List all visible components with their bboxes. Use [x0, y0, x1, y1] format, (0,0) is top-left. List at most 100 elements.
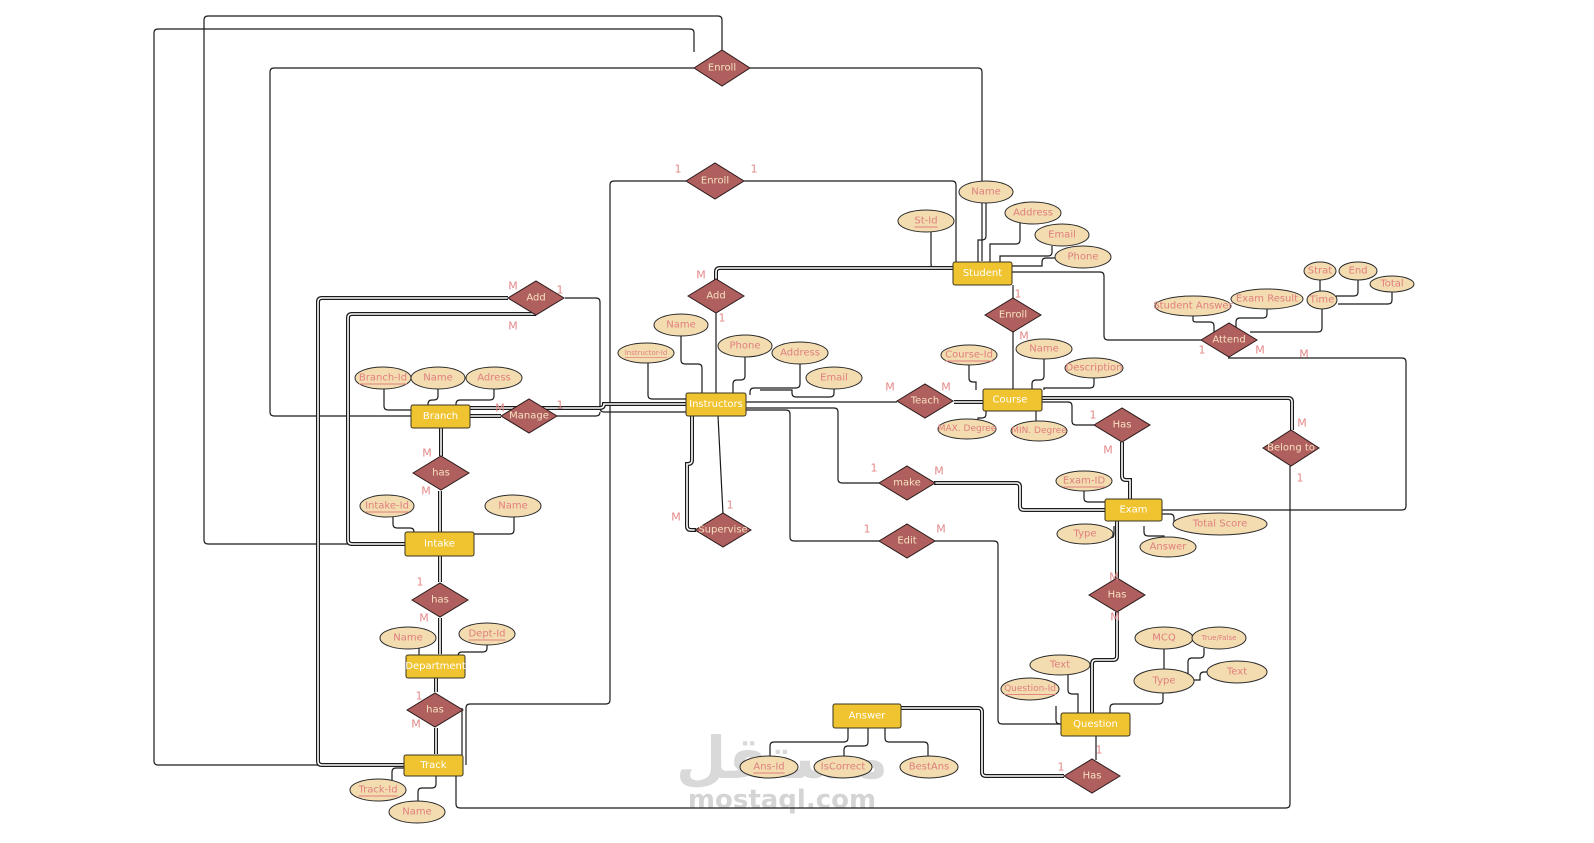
relationship-edit[interactable]: Edit — [878, 523, 936, 559]
relationship-make[interactable]: make — [878, 465, 936, 501]
attribute-label: MIN. Degree — [1011, 426, 1067, 436]
connector — [1162, 513, 1175, 524]
relationship-has-course-exam[interactable]: Has — [1093, 407, 1151, 443]
entity-intake[interactable]: Intake — [404, 531, 475, 557]
attribute-answer-best[interactable]: BestAns — [899, 755, 959, 779]
attribute-student-email[interactable]: Email — [1034, 223, 1090, 247]
attribute-student-id[interactable]: St-Id — [897, 209, 955, 233]
relationship-enroll-instructor-student[interactable]: Enroll — [685, 162, 745, 200]
attribute-answer-id[interactable]: Ans-Id — [739, 755, 799, 779]
relationship-manage[interactable]: Manage — [500, 398, 558, 434]
entity-question[interactable]: Question — [1060, 712, 1131, 737]
connector — [1187, 648, 1205, 674]
attribute-question-type-text[interactable]: Text — [1206, 660, 1268, 684]
attribute-course-name[interactable]: Name — [1015, 338, 1073, 360]
attribute-attend-total[interactable]: Total — [1369, 275, 1415, 293]
attribute-exam-id[interactable]: Exam-ID — [1055, 470, 1113, 492]
relationship-teach[interactable]: Teach — [896, 383, 954, 419]
attribute-exam-answer[interactable]: Answer — [1139, 536, 1197, 558]
relationship-enroll-course[interactable]: Enroll — [984, 297, 1042, 333]
connector — [391, 767, 404, 780]
entity-course[interactable]: Course — [982, 388, 1043, 412]
attribute-course-max-degree[interactable]: MAX. Degree — [937, 418, 997, 440]
entity-exam[interactable]: Exam — [1104, 498, 1163, 522]
relationship-enroll-top[interactable]: Enroll — [693, 49, 751, 87]
connector — [746, 407, 880, 484]
attribute-exam-type[interactable]: Type — [1056, 523, 1114, 545]
attribute-course-min-degree[interactable]: MIN. Degree — [1010, 420, 1068, 442]
relationship-label: make — [893, 478, 920, 489]
attribute-attend-exam-result[interactable]: Exam Result — [1230, 288, 1304, 310]
attribute-label: BestAns — [909, 762, 950, 773]
relationship-has-department-track[interactable]: has — [406, 692, 464, 728]
entity-instructors[interactable]: Instructors — [685, 392, 747, 417]
relationship-belong-to[interactable]: Belong to — [1262, 429, 1320, 467]
attribute-instructor-name[interactable]: Name — [653, 313, 709, 337]
relationship-attend[interactable]: Attend — [1200, 322, 1258, 358]
attribute-label: Name — [423, 373, 453, 384]
entity-department[interactable]: Department — [405, 654, 466, 679]
attribute-answer-is-correct[interactable]: IsCorrect — [813, 755, 873, 779]
cardinality: M — [1103, 444, 1113, 457]
attribute-question-id[interactable]: Question-Id — [1000, 677, 1060, 701]
relationship-label: Add — [706, 291, 725, 302]
attribute-label: Question-Id — [1004, 684, 1056, 694]
relationship-label: Add — [526, 293, 545, 304]
attribute-attend-end[interactable]: End — [1338, 261, 1378, 281]
attribute-label: Instructor-Id — [625, 349, 668, 357]
attribute-branch-id[interactable]: Branch-Id — [354, 366, 412, 390]
connector — [1338, 292, 1393, 305]
cardinality: M — [696, 269, 706, 282]
connector — [999, 246, 1053, 262]
attribute-label: Name — [971, 187, 1001, 198]
relationship-has-question-answer[interactable]: Has — [1063, 758, 1121, 794]
attribute-instructor-phone[interactable]: Phone — [717, 334, 773, 358]
attribute-attend-start[interactable]: Strat — [1303, 261, 1337, 281]
attribute-student-address[interactable]: Address — [1004, 201, 1062, 225]
entity-student[interactable]: Student — [952, 261, 1013, 286]
relationship-label: has — [431, 595, 449, 606]
relationship-supervise[interactable]: Supervise — [694, 512, 752, 548]
relationship-add-instructor[interactable]: Add — [687, 278, 745, 314]
connector — [153, 28, 695, 766]
attribute-instructor-address[interactable]: Address — [771, 341, 829, 365]
cardinality: M — [885, 381, 895, 394]
attribute-attend-student-answer[interactable]: Student Answer — [1153, 295, 1234, 317]
attribute-student-phone[interactable]: Phone — [1054, 245, 1112, 269]
attribute-department-id[interactable]: Dept-Id — [458, 622, 516, 646]
connector — [760, 388, 835, 398]
attribute-intake-name[interactable]: Name — [484, 494, 542, 518]
attribute-instructor-id[interactable]: Instructor-Id — [617, 342, 675, 364]
attribute-attend-time[interactable]: Time — [1306, 290, 1338, 310]
attribute-exam-total-score[interactable]: Total Score — [1172, 512, 1268, 536]
relationship-has-exam-question[interactable]: Has — [1088, 577, 1146, 613]
attribute-question-type[interactable]: Type — [1133, 668, 1195, 694]
attribute-question-true-false[interactable]: True/False — [1191, 626, 1247, 650]
attribute-label: Type — [1073, 529, 1097, 540]
entity-answer[interactable]: Answer — [832, 703, 902, 729]
attribute-course-description[interactable]: Description — [1064, 357, 1124, 379]
relationship-has-intake-department[interactable]: has — [411, 582, 469, 618]
attribute-label: Phone — [1068, 252, 1099, 263]
attribute-label: Exam-ID — [1063, 476, 1106, 487]
connector — [977, 202, 987, 262]
attribute-branch-address[interactable]: Adress — [465, 366, 523, 390]
entity-track[interactable]: Track — [403, 754, 464, 777]
cardinality: M — [422, 447, 432, 460]
attribute-track-id[interactable]: Track-Id — [349, 778, 407, 802]
attribute-track-name[interactable]: Name — [388, 800, 446, 824]
entity-branch[interactable]: Branch — [410, 404, 471, 429]
attribute-label: Name — [1029, 344, 1059, 355]
relationship-has-branch-intake[interactable]: has — [412, 455, 470, 491]
cardinality: M — [1255, 344, 1265, 357]
attribute-student-name[interactable]: Name — [958, 180, 1014, 204]
attribute-question-text[interactable]: Text — [1029, 654, 1091, 676]
attribute-department-name[interactable]: Name — [379, 626, 437, 650]
attribute-course-id[interactable]: Course-Id — [940, 344, 998, 366]
attribute-instructor-email[interactable]: Email — [805, 366, 863, 390]
attribute-intake-id[interactable]: Intake-Id — [359, 494, 415, 518]
attribute-question-mcq[interactable]: MCQ — [1134, 626, 1194, 650]
relationship-add-branch[interactable]: Add — [507, 280, 565, 316]
attribute-label: Phone — [730, 341, 761, 352]
attribute-branch-name[interactable]: Name — [410, 366, 466, 390]
